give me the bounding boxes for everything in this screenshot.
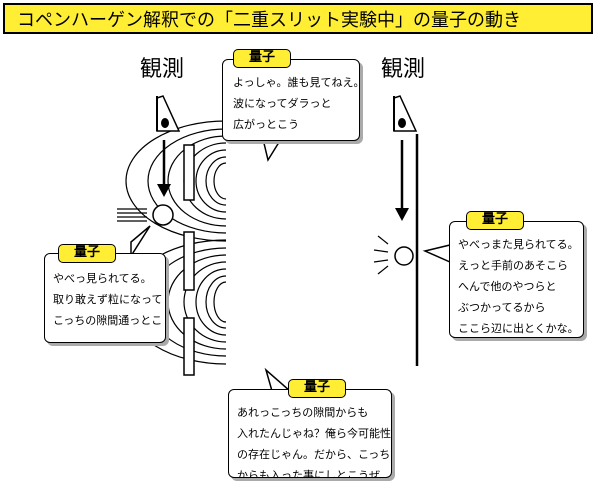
bubble-left-line: こっちの隙間通っとこ <box>53 314 163 327</box>
observation-arrow-left <box>157 140 171 197</box>
eye-icon-left <box>156 95 181 132</box>
particle-left <box>152 204 174 226</box>
bubble-bottom-line: からも入った事にしとこうぜ <box>237 469 380 478</box>
bubble-right-tail <box>422 244 451 264</box>
impact-rays-right <box>373 235 389 275</box>
bubble-left-line: やべっ見られてる。 <box>53 272 152 285</box>
quantum-tag-left: 量子 <box>58 244 116 263</box>
speech-bubble-right: やべっまた見られてる。 えっと手前のあそこら へんで他のやつらと ぶつかってるか… <box>449 221 584 338</box>
particle-right <box>394 246 414 266</box>
quantum-tag-top: 量子 <box>233 49 291 68</box>
quantum-tag-bottom: 量子 <box>288 379 346 398</box>
slit-wall <box>183 144 195 376</box>
bubble-right-line: やべっまた見られてる。 <box>458 238 579 251</box>
bubble-bottom-line: あれっこっちの隙間からも <box>237 406 369 419</box>
slit-wall-bar-middle <box>183 231 195 291</box>
title-bar: コペンハーゲン解釈での「二重スリット実験中」の量子の動き <box>3 3 593 34</box>
speech-bubble-bottom: あれっこっちの隙間からも 入れたんじゃね？俺ら今可能性 の存在じゃん。だから、こ… <box>228 389 392 478</box>
bubble-top-line: よっしゃ。誰も見てねえ。 <box>233 76 360 89</box>
quantum-tag-right: 量子 <box>466 211 524 230</box>
eye-icon-right <box>393 95 418 132</box>
bubble-top-line: 波になってダラっと <box>233 97 332 110</box>
speech-bubble-left: やべっ見られてる。 取り敢えず粒になって こっちの隙間通っとこ <box>44 253 166 343</box>
bubble-top-line: 広がっとこう <box>233 118 299 131</box>
speech-bubble-top: よっしゃ。誰も見てねえ。 波になってダラっと 広がっとこう <box>222 59 360 141</box>
bubble-top-tail <box>262 138 283 162</box>
bubble-left-line: 取り敢えず粒になって <box>53 293 163 306</box>
observer-label-left: 観測 <box>140 57 185 82</box>
bubble-right-line: ここら辺に出とくかな。 <box>458 322 579 335</box>
bubble-bottom-line: の存在じゃん。だから、こっち <box>237 448 391 461</box>
observer-label-right: 観測 <box>381 57 426 82</box>
bubble-right-line: へんで他のやつらと <box>458 280 557 293</box>
wave-pattern-upper <box>125 120 227 242</box>
diagram-title: コペンハーゲン解釈での「二重スリット実験中」の量子の動き <box>17 9 521 31</box>
motion-lines-left <box>117 208 147 222</box>
bubble-right-line: えっと手前のあそこら <box>458 259 568 272</box>
bubble-right-line: ぶつかってるから <box>458 301 546 314</box>
observation-arrow-right <box>395 140 409 221</box>
slit-wall-bar-bottom <box>183 317 195 376</box>
bubble-left-tail <box>130 225 151 259</box>
slit-wall-bar-top <box>183 144 195 201</box>
bubble-bottom-tail <box>264 367 292 392</box>
bubble-bottom-line: 入れたんじゃね？俺ら今可能性 <box>237 427 391 440</box>
